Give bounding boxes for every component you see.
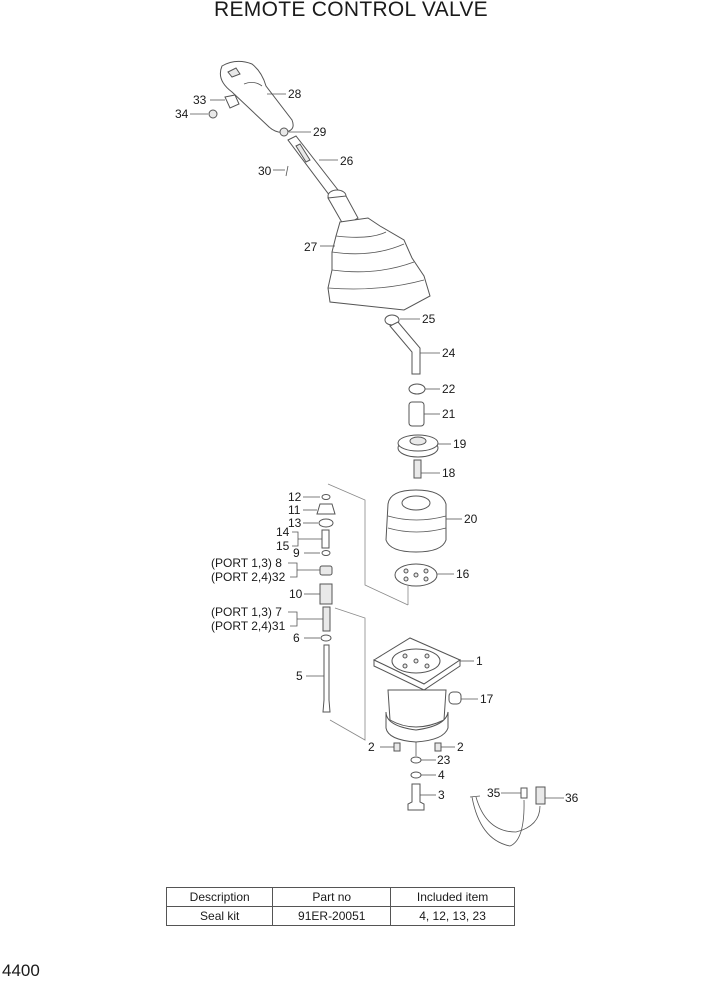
callout-11: 11 bbox=[288, 503, 301, 517]
cell-part-no: 91ER-20051 bbox=[272, 906, 392, 926]
callout-14: 14 bbox=[276, 525, 290, 539]
part-2-plug-left bbox=[393, 742, 401, 752]
part-21 bbox=[408, 401, 425, 427]
callout-30: 30 bbox=[258, 164, 272, 178]
table-row: Seal kit 91ER-20051 4, 12, 13, 23 bbox=[165, 906, 515, 926]
callout-13: 13 bbox=[288, 516, 302, 530]
callout-7: (PORT 1,3) 7 bbox=[211, 605, 282, 619]
part-7-31-spring bbox=[322, 606, 331, 632]
part-13-oring bbox=[318, 518, 334, 528]
part-1-body bbox=[372, 637, 462, 743]
callout-1: 1 bbox=[476, 654, 483, 668]
callout-23: 23 bbox=[437, 753, 451, 767]
callout-3: 3 bbox=[438, 788, 445, 802]
callout-34: 34 bbox=[175, 107, 189, 121]
part-12-oring bbox=[321, 494, 331, 500]
part-4-oring bbox=[410, 771, 422, 779]
part-24-rod bbox=[389, 321, 421, 375]
cell-included-item: 4, 12, 13, 23 bbox=[390, 906, 515, 926]
callout-20: 20 bbox=[464, 512, 478, 526]
callout-15: 15 bbox=[276, 539, 290, 553]
part-8-32-seat bbox=[319, 565, 333, 576]
header-part-no: Part no bbox=[272, 887, 392, 907]
callout-27: 27 bbox=[304, 240, 318, 254]
callout-10: 10 bbox=[289, 587, 303, 601]
callout-33: 33 bbox=[193, 93, 207, 107]
callout-17: 17 bbox=[480, 692, 494, 706]
callout-21: 21 bbox=[442, 407, 456, 421]
part-22-nut bbox=[408, 383, 426, 395]
part-5-spool bbox=[322, 644, 331, 713]
callout-8: (PORT 1,3) 8 bbox=[211, 556, 282, 570]
callout-6: 6 bbox=[293, 631, 300, 645]
callout-22: 22 bbox=[442, 382, 456, 396]
part-27-boot bbox=[327, 189, 431, 311]
cell-description: Seal kit bbox=[165, 906, 274, 926]
callout-36: 36 bbox=[565, 791, 579, 805]
part-34-nut bbox=[208, 109, 218, 119]
seal-kit-table: Description Part no Included item Seal k… bbox=[165, 887, 515, 926]
callout-32: (PORT 2,4)32 bbox=[211, 570, 286, 584]
callout-12: 12 bbox=[288, 490, 302, 504]
callout-35: 35 bbox=[487, 786, 501, 800]
part-23-oring bbox=[410, 756, 422, 764]
part-20-bellows bbox=[385, 489, 447, 553]
callout-4: 4 bbox=[438, 768, 445, 782]
callout-19: 19 bbox=[453, 437, 467, 451]
part-17 bbox=[448, 691, 462, 705]
table-header-row: Description Part no Included item bbox=[165, 887, 515, 907]
callout-16: 16 bbox=[456, 567, 470, 581]
part-30-screw bbox=[285, 165, 289, 177]
part-35-36-harness bbox=[469, 786, 546, 847]
part-14-15-plunger bbox=[321, 529, 330, 549]
callout-18: 18 bbox=[442, 466, 456, 480]
part-2-plug-right bbox=[434, 742, 442, 752]
callout-28: 28 bbox=[288, 87, 302, 101]
part-33 bbox=[224, 94, 240, 109]
callout-26: 26 bbox=[340, 154, 354, 168]
header-description: Description bbox=[165, 887, 274, 907]
part-11 bbox=[316, 503, 336, 515]
page-title: REMOTE CONTROL VALVE bbox=[214, 0, 488, 21]
part-16-plate bbox=[394, 563, 438, 587]
callout-24: 24 bbox=[442, 346, 456, 360]
callout-25: 25 bbox=[422, 312, 436, 326]
callout-29: 29 bbox=[313, 125, 327, 139]
callout-2-right: 2 bbox=[457, 740, 464, 754]
page-number: 4400 bbox=[2, 961, 40, 980]
callout-31: (PORT 2,4)31 bbox=[211, 619, 286, 633]
callout-5: 5 bbox=[296, 669, 303, 683]
part-10-spring bbox=[319, 583, 333, 605]
part-3-fitting bbox=[407, 783, 425, 811]
part-9-washer bbox=[321, 550, 331, 556]
part-19-plate bbox=[397, 434, 439, 458]
part-28-grip bbox=[219, 60, 294, 133]
callout-9: 9 bbox=[293, 546, 300, 560]
header-included-item: Included item bbox=[390, 887, 515, 907]
part-26-lever bbox=[287, 135, 339, 197]
part-29 bbox=[279, 127, 289, 137]
part-18 bbox=[413, 459, 422, 479]
part-6-washer bbox=[320, 634, 332, 642]
callout-2-left: 2 bbox=[368, 740, 375, 754]
